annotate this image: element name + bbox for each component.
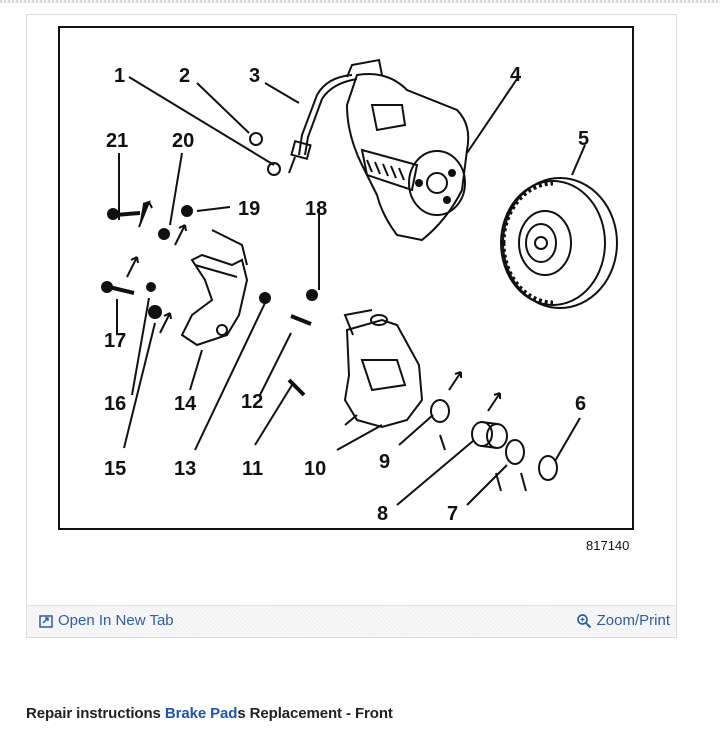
callout-18: 18 — [305, 198, 327, 220]
diagram-border — [58, 26, 634, 530]
callout-6: 6 — [575, 393, 586, 415]
caption-suffix: s Replacement - Front — [237, 705, 393, 722]
callout-14: 14 — [174, 393, 197, 415]
open-new-tab-link[interactable]: Open In New Tab — [39, 612, 174, 629]
steering-knuckle-drawing — [345, 58, 470, 242]
callout-1: 1 — [114, 65, 125, 87]
zoom-print-label: Zoom/Print — [596, 612, 670, 629]
caliper-bracket-drawing — [180, 229, 249, 347]
callout-3: 3 — [249, 65, 260, 87]
caption-prefix: Repair instructions — [26, 705, 165, 722]
top-divider — [0, 0, 720, 3]
callout-2: 2 — [179, 65, 190, 87]
callout-17: 17 — [104, 330, 126, 352]
callout-10: 10 — [304, 458, 326, 480]
brake-pad-link[interactable]: Brake Pad — [164, 705, 238, 722]
caliper-drawing — [343, 309, 424, 429]
diagram-card: 1 2 3 4 5 6 7 8 9 10 11 12 13 14 15 16 1… — [26, 14, 677, 638]
callout-11: 11 — [242, 458, 263, 480]
bolts-drawing — [101, 205, 318, 397]
callout-19: 19 — [238, 198, 260, 220]
callout-5: 5 — [578, 128, 589, 150]
callout-8: 8 — [377, 503, 388, 525]
callout-16: 16 — [104, 393, 126, 415]
piston-parts-drawing — [430, 399, 558, 481]
callout-12: 12 — [241, 391, 263, 413]
callout-labels: 1 2 3 4 5 6 7 8 9 10 11 12 13 14 15 16 1… — [104, 64, 589, 525]
callout-4: 4 — [510, 64, 522, 86]
open-new-tab-icon — [39, 614, 53, 628]
open-new-tab-label: Open In New Tab — [58, 612, 174, 629]
brake-rotor-drawing — [500, 177, 618, 309]
magnifier-icon — [576, 613, 591, 628]
figure-code: 817140 — [586, 538, 629, 553]
zoom-print-link[interactable]: Zoom/Print — [576, 612, 670, 629]
brake-assembly-diagram[interactable]: 1 2 3 4 5 6 7 8 9 10 11 12 13 14 15 16 1… — [27, 15, 678, 608]
callout-21: 21 — [106, 130, 128, 152]
callout-9: 9 — [379, 451, 390, 473]
image-toolbar: Open In New Tab Zoom/Print — [27, 605, 676, 637]
callout-15: 15 — [104, 458, 126, 480]
brake-hose-drawing — [249, 74, 358, 176]
callout-7: 7 — [447, 503, 458, 525]
leader-lines — [116, 76, 586, 506]
callout-13: 13 — [174, 458, 196, 480]
callout-20: 20 — [172, 130, 194, 152]
page-caption: Repair instructions Brake Pads Replaceme… — [26, 705, 393, 722]
